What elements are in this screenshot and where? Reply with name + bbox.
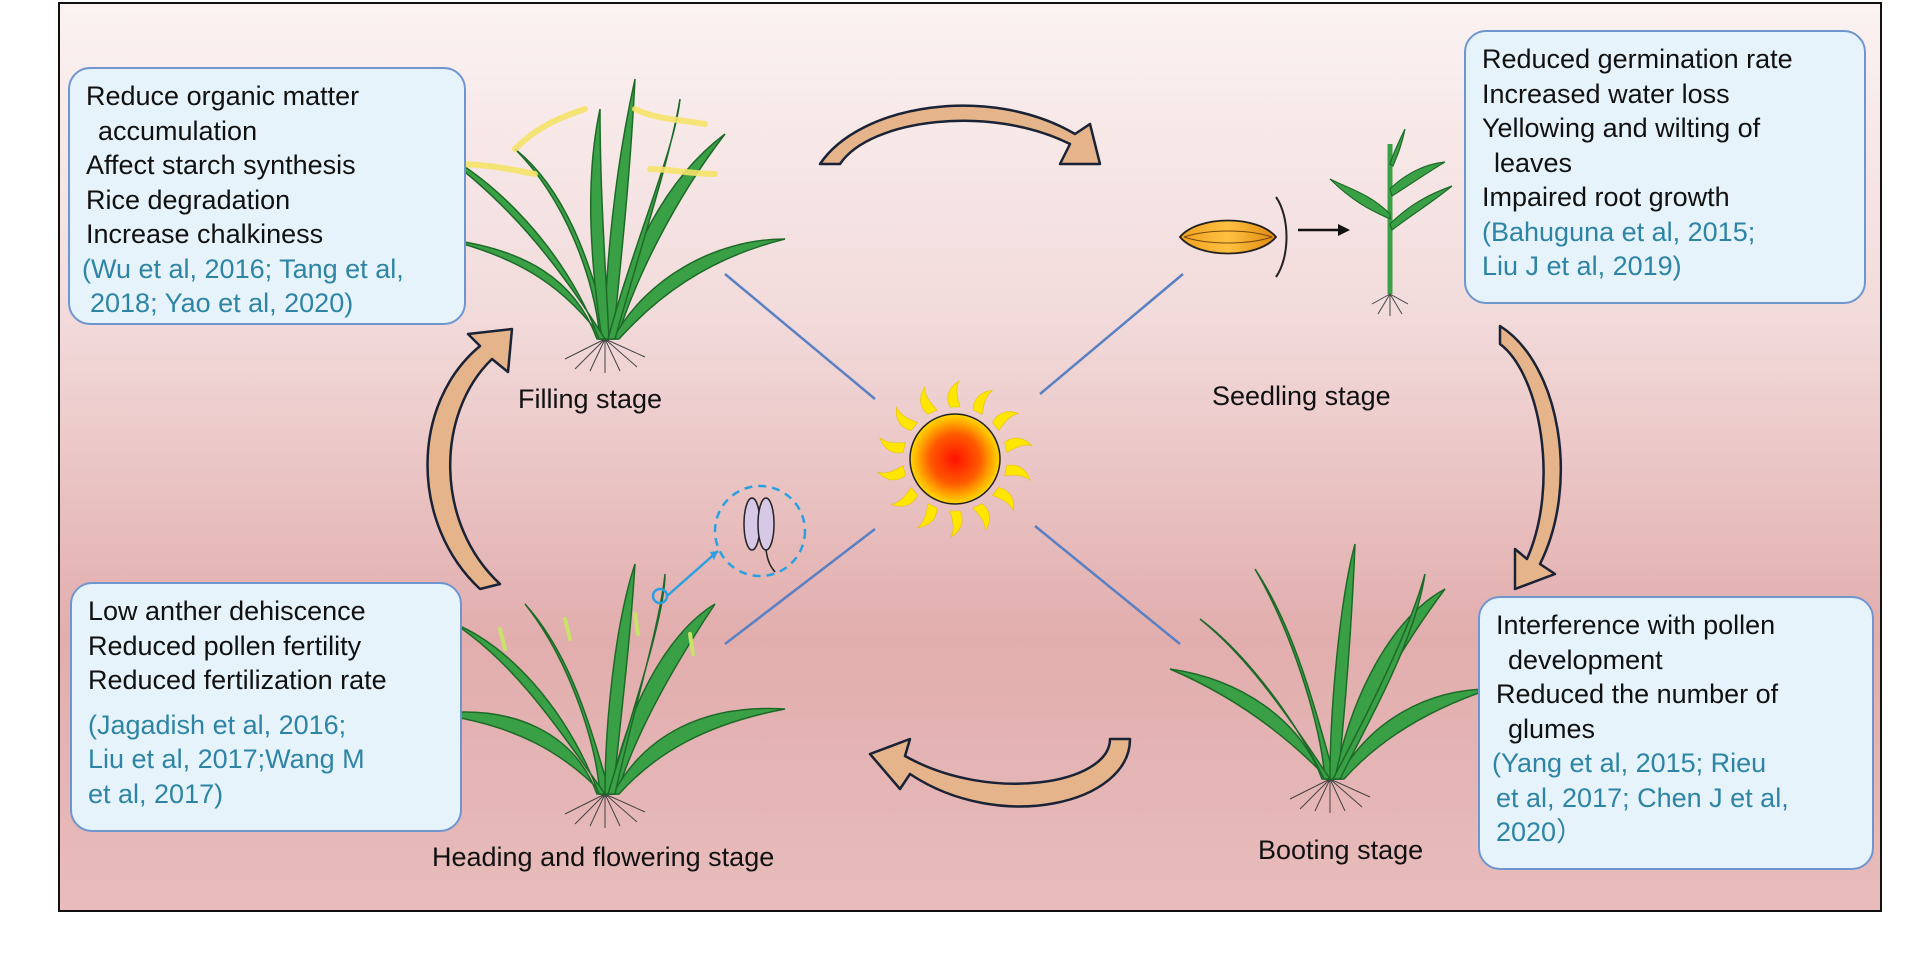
citation-text: 2018; Yao et al, 2020) [90, 288, 354, 318]
sun-icon [877, 380, 1033, 538]
effect-text: accumulation [98, 115, 258, 146]
effect-text: Interference with pollen [1496, 610, 1776, 640]
citation-text: (Wu et al, 2016; Tang et al, [82, 253, 404, 284]
rice-plant-icon [1169, 543, 1491, 813]
stage-label-seedling: Seedling stage [1212, 381, 1391, 411]
effect-text: Reduced fertilization rate [88, 665, 387, 695]
stage-label-heading: Heading and flowering stage [432, 842, 775, 872]
sun-ray [1004, 437, 1033, 453]
effect-text: Yellowing and wilting of [1482, 113, 1761, 143]
effect-text: Increased water loss [1482, 78, 1730, 109]
effect-text: Increase chalkiness [86, 219, 324, 249]
filling-effects-box: Reduce organic matter accumulation Affec… [68, 67, 466, 325]
citation-text: Liu J et al, 2019) [1482, 251, 1682, 281]
sun-ray [972, 503, 990, 533]
citation-text: et al, 2017; Chen J et al, [1496, 782, 1789, 813]
citation-text: et al, 2017) [88, 778, 224, 809]
diagram-frame: Reduce organic matter accumulation Affec… [58, 2, 1882, 912]
sun-ray [879, 436, 906, 454]
citation-text: (Jagadish et al, 2016; [88, 709, 347, 740]
effect-text: Reduced germination rate [1482, 44, 1793, 74]
citation-text: (Bahuguna et al, 2015; [1482, 216, 1756, 247]
effect-text: Reduce organic matter [86, 81, 360, 111]
sun-ray [877, 465, 906, 481]
growth-arrow [1298, 224, 1350, 236]
sun-ray [972, 390, 994, 415]
sun-ray [920, 385, 938, 415]
booting-effects-box: Interference with pollen development Red… [1478, 596, 1874, 870]
cycle-arrow-icon [426, 104, 1563, 808]
sun-ray [992, 487, 1015, 512]
citation-text: 2020） [1496, 817, 1584, 847]
effect-text: development [1508, 644, 1663, 675]
diagram-artwork [426, 78, 1563, 828]
effect-text: Reduced the number of [1496, 679, 1779, 709]
pollen-icon [666, 484, 807, 597]
effect-text: glumes [1508, 713, 1596, 744]
seed-icon [1178, 196, 1288, 278]
sun-ray [947, 380, 961, 408]
stage-label-booting: Booting stage [1258, 835, 1424, 865]
rice-plant-icon [434, 563, 786, 828]
effect-text: Impaired root growth [1482, 182, 1730, 212]
citation-text: Liu et al, 2017;Wang M [88, 744, 365, 774]
seedling-effects-box: Reduced germination rate Increased water… [1464, 30, 1866, 304]
effect-text: Low anther dehiscence [88, 596, 366, 626]
connector-lines [724, 273, 1184, 645]
sun-ray [916, 503, 938, 528]
citation-text: (Yang et al, 2015; Rieu [1492, 748, 1767, 778]
rice-plant-icon [434, 78, 786, 373]
effect-text: Rice degradation [86, 184, 291, 215]
sun-ray [1004, 464, 1031, 482]
heading-effects-box: Low anther dehiscence Reduced pollen fer… [70, 582, 462, 832]
effect-text: leaves [1494, 147, 1573, 178]
sun-ray [895, 406, 918, 431]
stage-label-filling: Filling stage [518, 384, 663, 414]
sun-ray [992, 411, 1020, 431]
effect-text: Reduced pollen fertility [88, 630, 362, 661]
sun-ray [949, 510, 963, 538]
seedling-icon [1329, 128, 1453, 316]
sun-ray [890, 487, 918, 507]
effect-text: Affect starch synthesis [86, 150, 356, 180]
